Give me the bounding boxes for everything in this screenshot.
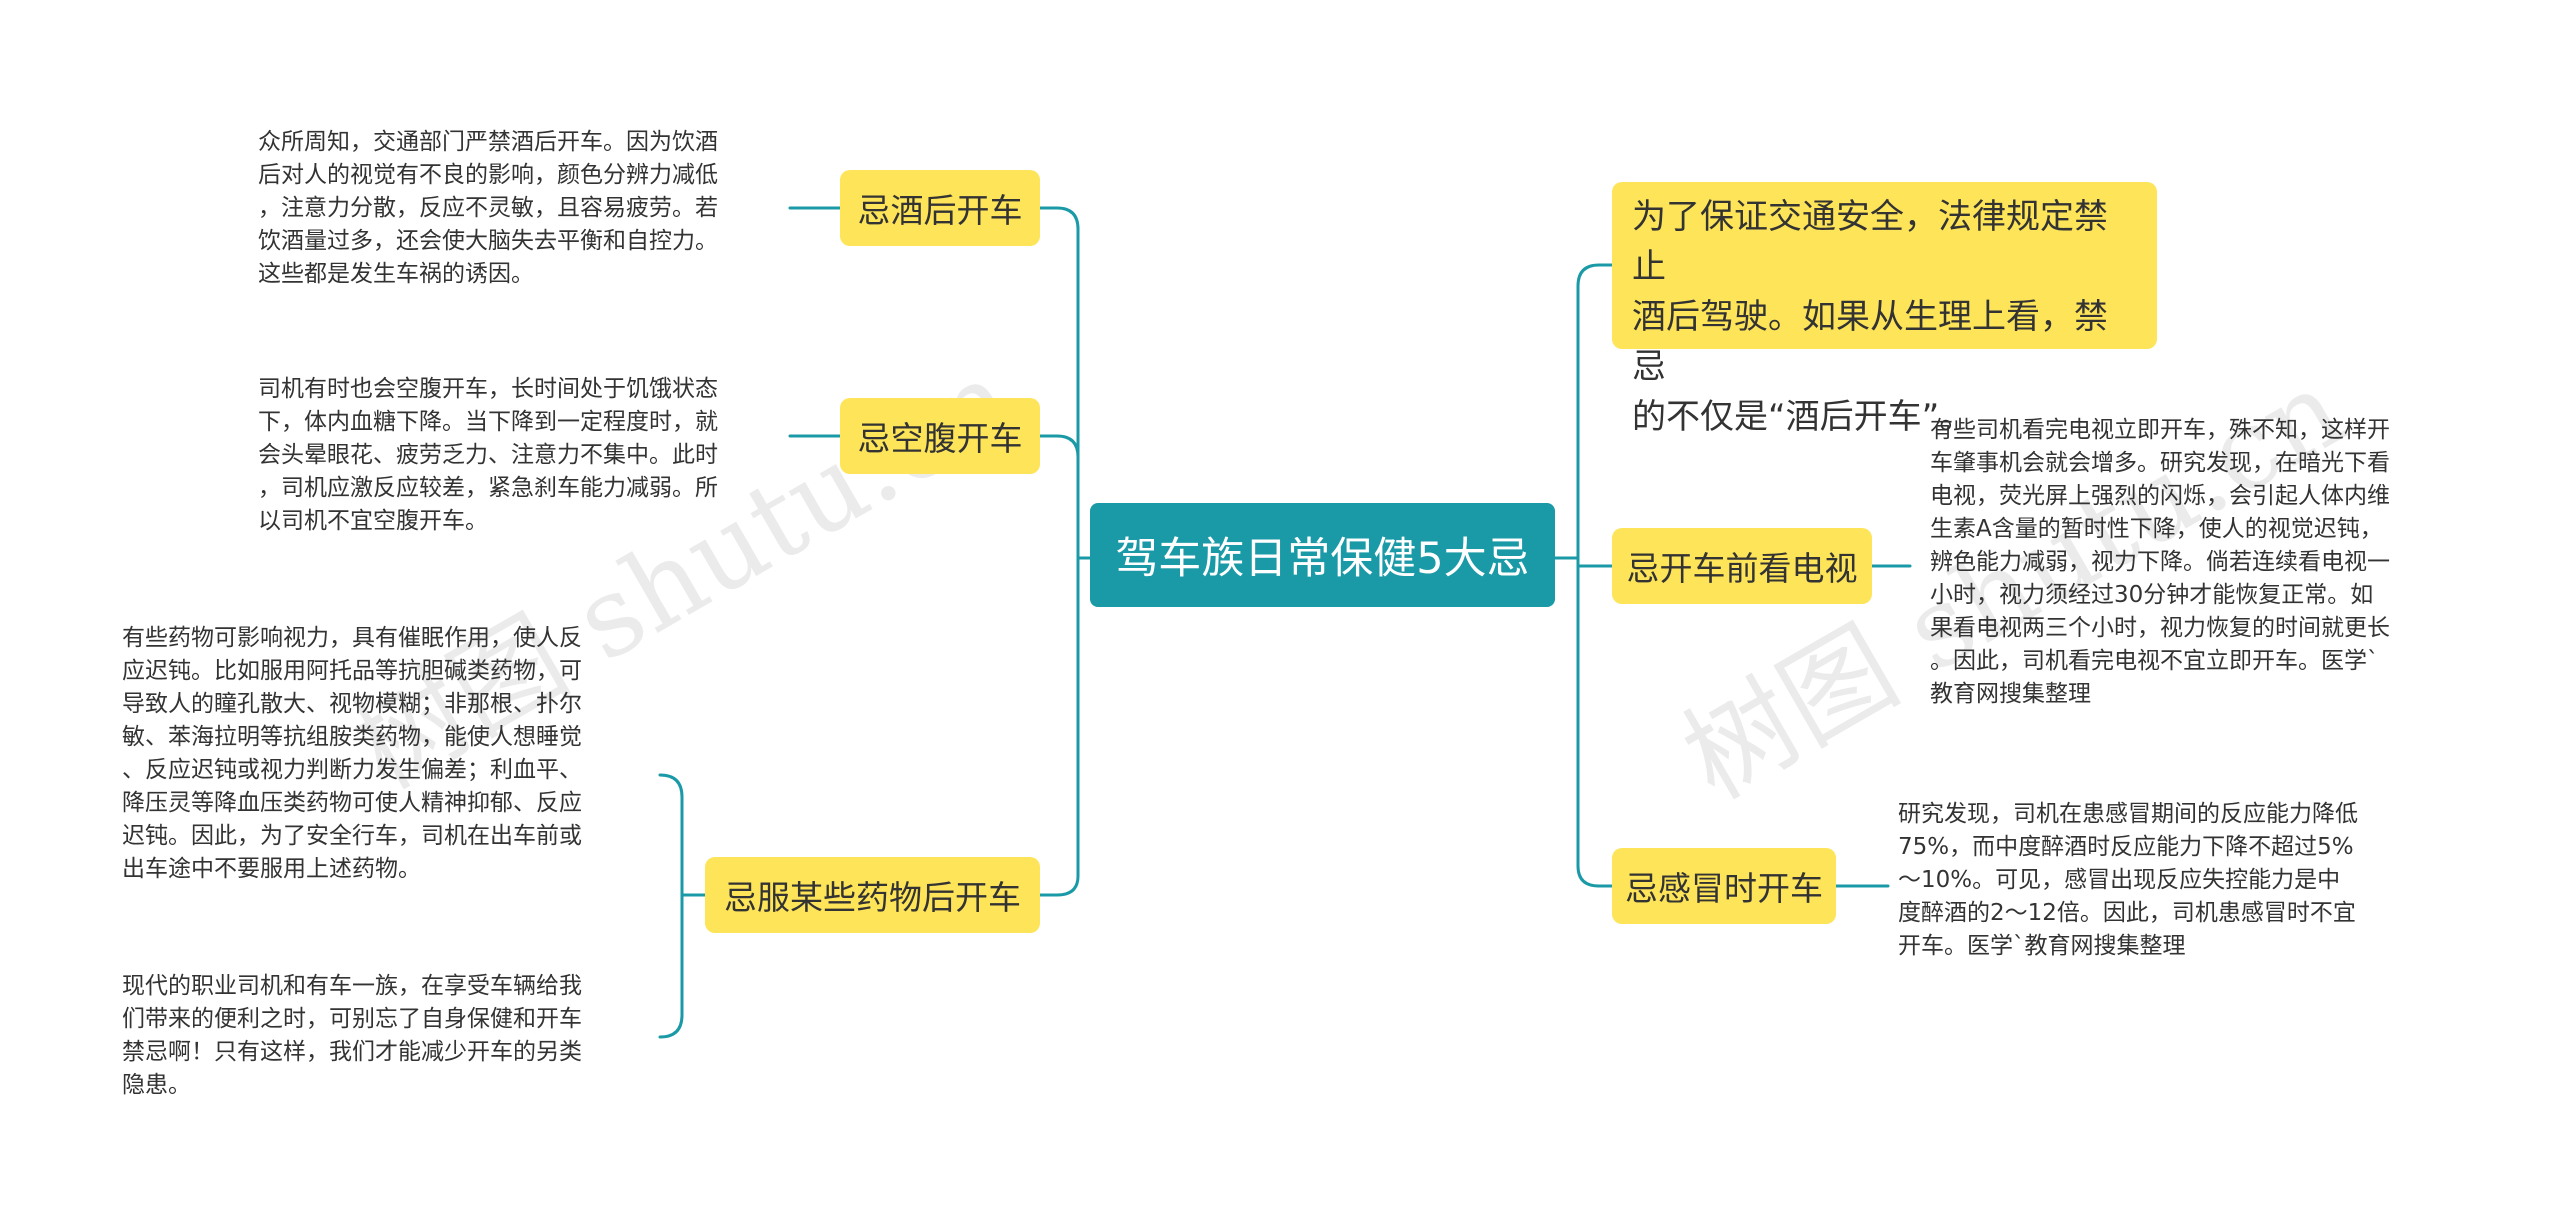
connector-left-drugs <box>1038 556 1080 897</box>
connector-right-intro <box>1576 263 1614 560</box>
branch-intro[interactable]: 为了保证交通安全，法律规定禁止 酒后驾驶。如果从生理上看，禁忌 的不仅是“酒后开… <box>1612 182 2157 437</box>
leaf-empty-stomach-detail: 司机有时也会空腹开车，长时间处于饥饿状态 下，体内血糖下降。当下降到一定程度时，… <box>258 376 718 534</box>
connector-drugs-bracket <box>658 773 684 1039</box>
branch-no-drinking[interactable]: 忌酒后开车 <box>840 170 1040 246</box>
connector-left-empty-fast <box>1038 434 1080 560</box>
connector-right-tv <box>1576 556 1614 568</box>
branch-no-empty-stomach[interactable]: 忌空腹开车 <box>840 398 1040 474</box>
leaf-tv-detail: 有些司机看完电视立即开车，殊不知，这样开 车肇事机会就会增多。研究发现，在暗光下… <box>1930 417 2390 707</box>
leaf-drugs-detail: 有些药物可影响视力，具有催眠作用，使人反 应迟钝。比如服用阿托品等抗胆碱类药物，… <box>122 625 582 882</box>
leaf-no-drinking-detail: 众所周知，交通部门严禁酒后开车。因为饮酒 后对人的视觉有不良的影响，颜色分辨力减… <box>258 129 718 287</box>
branch-no-tv[interactable]: 忌开车前看电视 <box>1612 528 1872 604</box>
branch-no-drugs[interactable]: 忌服某些药物后开车 <box>705 857 1040 933</box>
root-node[interactable]: 驾车族日常保健5大忌 <box>1090 503 1555 607</box>
leaf-drugs-summary: 现代的职业司机和有车一族，在享受车辆给我 们带来的便利之时，可别忘了自身保健和开… <box>122 973 582 1098</box>
connector-left-trunk <box>1038 206 1080 560</box>
leaf-cold-detail: 研究发现，司机在患感冒期间的反应能力降低 75%，而中度醉酒时反应能力下降不超过… <box>1898 801 2358 959</box>
branch-no-cold[interactable]: 忌感冒时开车 <box>1612 848 1836 924</box>
connector-right-cold <box>1576 556 1614 888</box>
